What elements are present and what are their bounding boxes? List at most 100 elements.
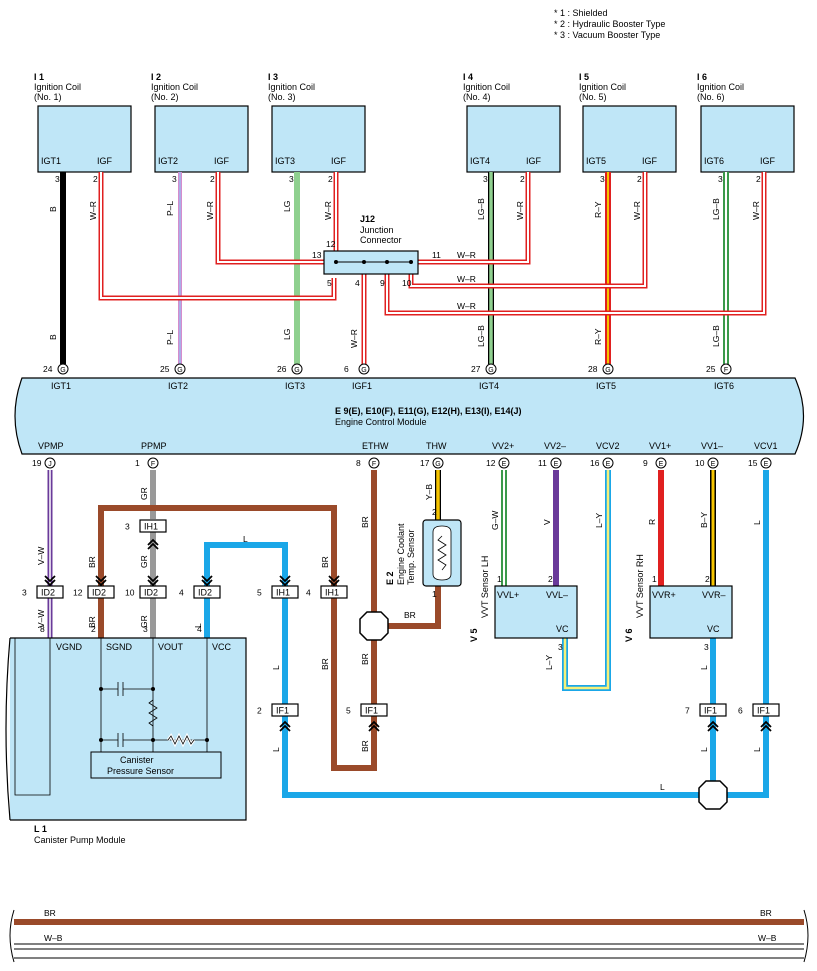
lower-wire-color-22: L	[752, 520, 762, 525]
coil-code: I 5	[579, 72, 589, 82]
upper-wire-color-3: P–L	[165, 330, 175, 345]
inline-if1-br-label: IF1	[365, 706, 378, 716]
upper-wires	[60, 172, 729, 364]
inline-ih1-l-pin: 5	[257, 588, 262, 598]
coil-pin-num-igt: 3	[55, 174, 60, 184]
ecm-pin-name: THW	[426, 441, 447, 451]
ecm-pin-number: 27	[471, 364, 481, 374]
note-3: * 3 : Vacuum Booster Type	[554, 30, 660, 40]
ecm-pin-number: 1	[135, 458, 140, 468]
ecm-pin-connector: J	[48, 461, 52, 468]
lower-wire-color-l-bottom: L	[660, 782, 665, 792]
lower-wire-color-7: L	[193, 623, 203, 628]
inline-if1-vcv1-label: IF1	[757, 706, 770, 716]
vvt-lh-pin-3: VC	[556, 624, 569, 634]
coil-pin-num-igt: 3	[483, 174, 488, 184]
j12-pin-10: 10	[402, 278, 412, 288]
upper-wire-color-0: B	[48, 206, 58, 212]
ecm-pin-number: 6	[344, 364, 349, 374]
coil-code: I 2	[151, 72, 161, 82]
coil-pin-num-igt: 3	[718, 174, 723, 184]
lower-wire-color-5: BR	[87, 556, 97, 568]
inline-ih1-l-label: IH1	[276, 588, 290, 598]
ecm-bottom-pins: J19VPMPF1PPMPF8ETHWG17THWE12VV2+E11VV2–E…	[32, 441, 778, 469]
inline-if1-vcv1-pin: 6	[738, 706, 743, 716]
coil-pin-igt: IGT1	[41, 156, 61, 166]
upper-wire-color-15: W–R	[515, 201, 525, 220]
chevron-icon	[760, 720, 772, 728]
coil-pin-igt: IGT6	[704, 156, 724, 166]
ecm-pin-connector: G	[177, 367, 182, 374]
ecm-pin-name: VCV1	[754, 441, 778, 451]
lower-wire-color-21: B–Y	[699, 512, 709, 528]
ecm-pin-connector: G	[435, 461, 440, 468]
lower-wire-color-3: GR	[139, 555, 149, 568]
ecm-pin-number: 24	[43, 364, 53, 374]
coil-pin-num-igf: 2	[328, 174, 333, 184]
upper-wire-color-2: P–L	[165, 201, 175, 216]
lower-wire-color-8: BR	[320, 556, 330, 568]
coil-pin-igf: IGF	[760, 156, 776, 166]
coil-pin-igt: IGT3	[275, 156, 295, 166]
canister-code: L 1	[34, 824, 47, 834]
ecm-pin-name: IGT5	[596, 381, 616, 391]
inline-if1-br: IF1 5	[346, 703, 388, 717]
coil-code: I 4	[463, 72, 473, 82]
ecm-pin-connector: G	[60, 367, 65, 374]
igf1-wire-color: W–R	[349, 329, 359, 348]
coil-pin-num-igt: 3	[172, 174, 177, 184]
inline-if1-br-pin: 5	[346, 706, 351, 716]
lower-wire-color-16: G–W	[490, 511, 500, 530]
j12-name-2: Connector	[360, 235, 402, 245]
ecm-pin-number: 25	[160, 364, 170, 374]
inline-id2-vcc-pin: 4	[179, 588, 184, 598]
inline-if1-vc-label: IF1	[704, 706, 717, 716]
coil-number: (No. 2)	[151, 92, 179, 102]
ecm-pin-connector: E	[711, 461, 716, 468]
inline-if1-l-pin: 2	[257, 706, 262, 716]
splices	[359, 611, 728, 810]
ecm-pin-name: IGT6	[714, 381, 734, 391]
chevron-icon	[279, 720, 291, 728]
coil-pin-num-igt: 3	[600, 174, 605, 184]
canister-pin-num-8: 8	[40, 624, 45, 634]
upper-wire-color-13: W–R	[205, 201, 215, 220]
ecm-pin-connector: G	[294, 367, 299, 374]
inline-ih1-gr-label: IH1	[144, 522, 158, 532]
lower-wire-color-14: L	[271, 747, 281, 752]
lower-wire-color-4: GR	[139, 615, 149, 628]
coil-name: Ignition Coil	[697, 82, 744, 92]
upper-wire-color-8: R–Y	[593, 201, 603, 218]
chevron-icon	[368, 720, 380, 728]
ecm-bottom-pin: G 17 THW	[420, 441, 447, 469]
lower-wire-color-2: GR	[139, 487, 149, 500]
ecm-pin-name: PPMP	[141, 441, 167, 451]
ecm-pin-name: VPMP	[38, 441, 64, 451]
coil-number: (No. 1)	[34, 92, 62, 102]
inline-if1-l-label: IF1	[276, 706, 289, 716]
ecm-pin-number: 26	[277, 364, 287, 374]
j12-pin-5: 5	[327, 278, 332, 288]
inline-if1-l: IF1 2	[257, 703, 299, 717]
ecm-pin-number: 17	[420, 458, 430, 468]
coil-name: Ignition Coil	[151, 82, 198, 92]
l-splice	[698, 780, 728, 810]
notes: * 1 : Shielded * 2 : Hydraulic Booster T…	[554, 8, 665, 40]
j12-pin-11: 11	[432, 250, 441, 260]
ecm-pin-name: IGT2	[168, 381, 188, 391]
lower-wire-color-23: L	[699, 665, 709, 670]
coil-pin-igt: IGT4	[470, 156, 490, 166]
coil-name: Ignition Coil	[34, 82, 81, 92]
